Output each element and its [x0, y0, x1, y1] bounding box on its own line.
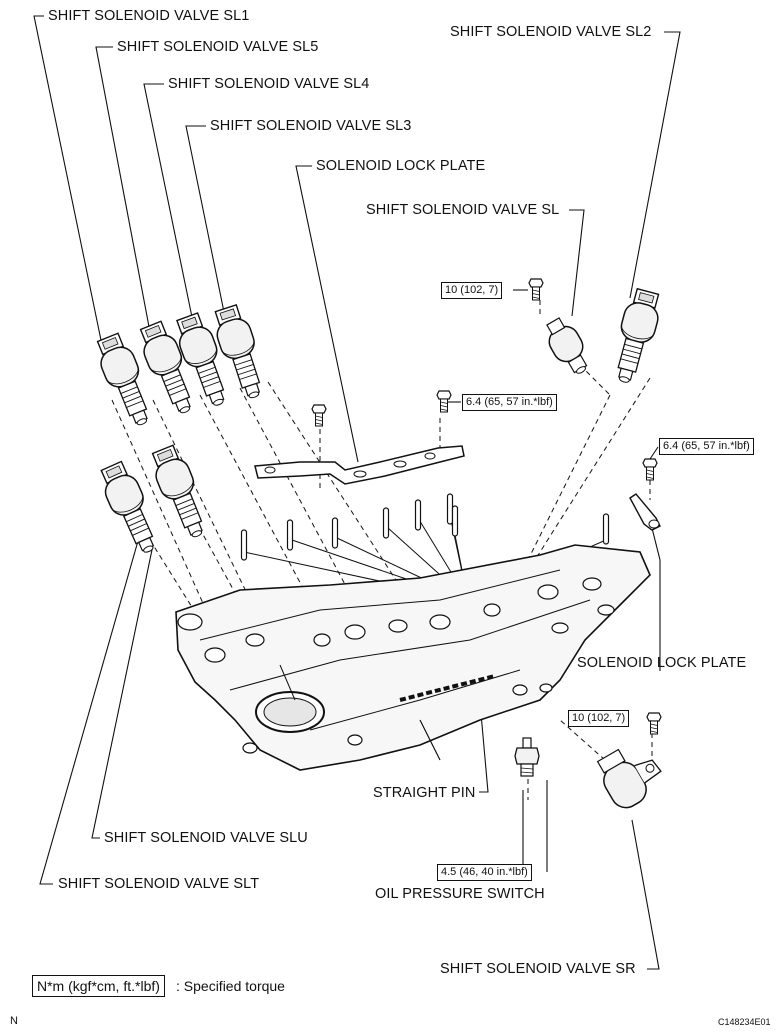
label-shift-solenoid-valve-sl3: SHIFT SOLENOID VALVE SL3 — [210, 118, 412, 134]
illustration-code: C148234E01 — [718, 1017, 771, 1027]
label-shift-solenoid-valve-slt: SHIFT SOLENOID VALVE SLT — [58, 876, 260, 892]
label-solenoid-lock-plate-right: SOLENOID LOCK PLATE — [577, 655, 747, 671]
torque-sl-bolt: 10 (102, 7) — [441, 282, 503, 299]
label-shift-solenoid-valve-sl2: SHIFT SOLENOID VALVE SL2 — [450, 24, 652, 40]
solenoid-sl — [546, 317, 588, 374]
torque-plate-bolt-top: 6.4 (65, 57 in.*lbf) — [462, 394, 557, 411]
north-indicator: N — [10, 1015, 18, 1027]
label-straight-pin: STRAIGHT PIN — [373, 785, 476, 801]
oil-pressure-switch — [514, 737, 540, 777]
label-shift-solenoid-valve-sl4: SHIFT SOLENOID VALVE SL4 — [168, 76, 370, 92]
legend-torque-box: N*m (kgf*cm, ft.*lbf) — [32, 975, 165, 997]
legend-text: : Specified torque — [176, 978, 285, 994]
lock-plate-right — [629, 493, 661, 531]
solenoid-sr — [596, 748, 662, 809]
label-oil-pressure-switch: OIL PRESSURE SWITCH — [375, 886, 545, 902]
label-shift-solenoid-valve-sl5: SHIFT SOLENOID VALVE SL5 — [117, 39, 319, 55]
lock-plate-top — [254, 445, 465, 485]
valve-body — [175, 544, 651, 771]
torque-oil-switch: 4.5 (46, 40 in.*lbf) — [437, 864, 532, 881]
label-shift-solenoid-valve-sl: SHIFT SOLENOID VALVE SL — [366, 202, 560, 218]
label-shift-solenoid-valve-sl1: SHIFT SOLENOID VALVE SL1 — [48, 8, 250, 24]
label-shift-solenoid-valve-sr: SHIFT SOLENOID VALVE SR — [440, 961, 636, 977]
torque-sr-bolt: 10 (102, 7) — [568, 710, 630, 727]
label-solenoid-lock-plate-top: SOLENOID LOCK PLATE — [316, 158, 486, 174]
label-shift-solenoid-valve-slu: SHIFT SOLENOID VALVE SLU — [104, 830, 308, 846]
torque-plate-bolt-right: 6.4 (65, 57 in.*lbf) — [659, 438, 754, 455]
assembly-lines — [111, 300, 653, 800]
